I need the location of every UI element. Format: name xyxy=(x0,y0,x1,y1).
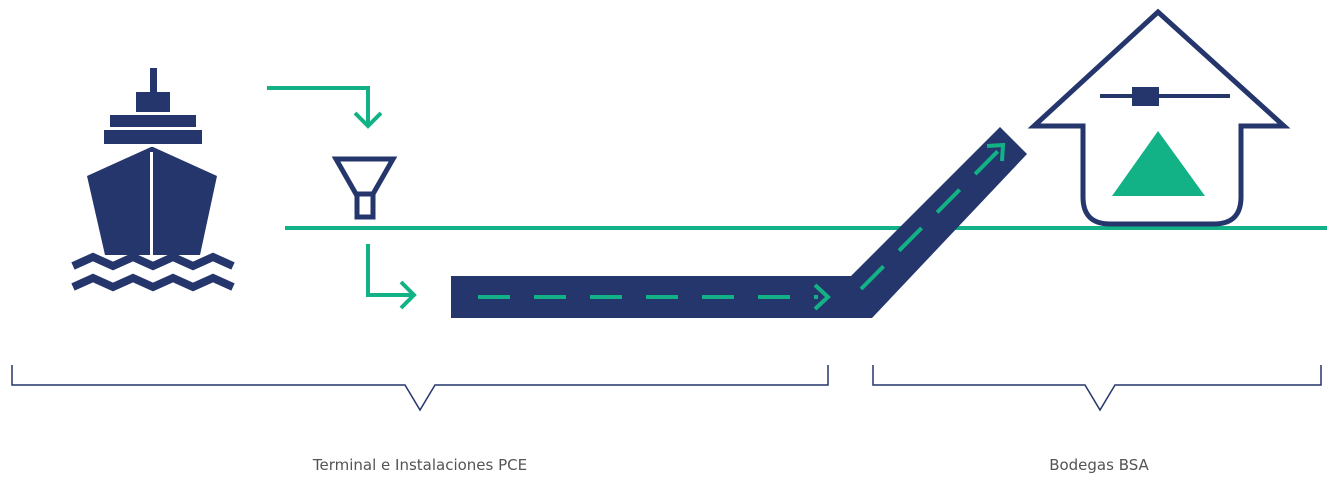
warehouse-label: Bodegas BSA xyxy=(1049,456,1149,474)
funnel-icon xyxy=(331,156,398,220)
arrow-icon xyxy=(986,142,1006,162)
bracket-left xyxy=(11,365,829,412)
terminal-label: Terminal e Instalaciones PCE xyxy=(312,456,528,474)
arrow-icon xyxy=(366,244,417,310)
conveyor-road xyxy=(451,127,1027,318)
arrow-icon xyxy=(267,86,383,129)
arrow-icon xyxy=(813,283,831,311)
warehouse-icon xyxy=(1027,8,1291,227)
bracket-right xyxy=(872,365,1322,412)
ship-icon xyxy=(71,68,235,292)
flow-dashes xyxy=(859,146,1003,291)
